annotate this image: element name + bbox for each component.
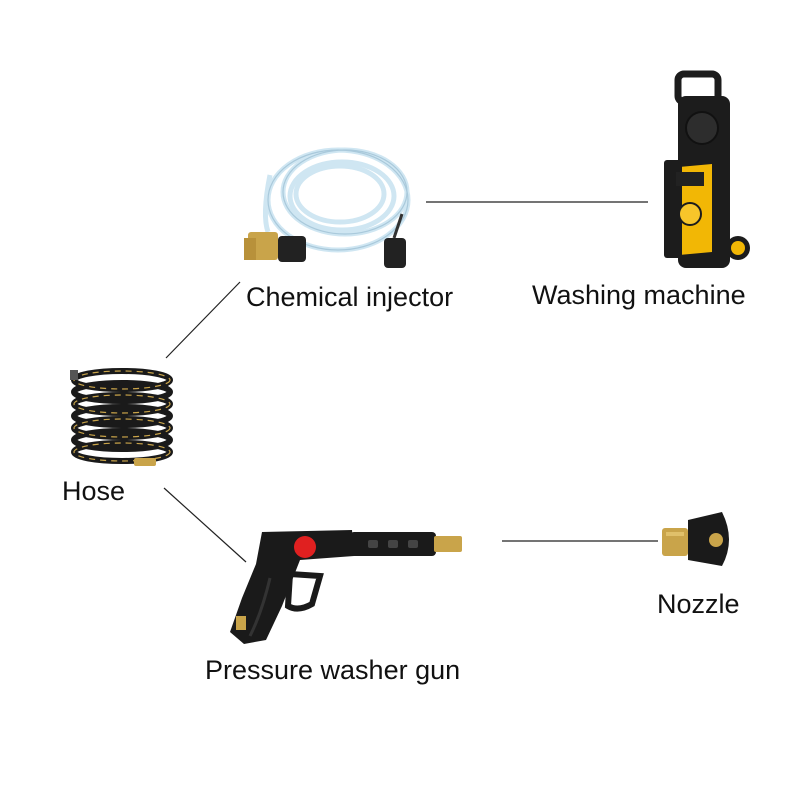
label-pressure-washer-gun: Pressure washer gun	[205, 655, 461, 685]
connector-lines	[163, 201, 658, 563]
line-hose-to-injector	[165, 281, 241, 359]
label-washing-machine: Washing machine	[532, 280, 746, 310]
label-chemical-injector: Chemical injector	[246, 282, 454, 312]
nozzle-image	[662, 512, 729, 566]
label-nozzle: Nozzle	[657, 589, 740, 619]
hose-image	[70, 368, 173, 466]
chemical-injector-image	[244, 147, 411, 268]
label-hose: Hose	[62, 476, 126, 506]
washing-machine-image	[664, 70, 750, 268]
line-hose-to-gun	[163, 487, 247, 563]
pressure-washer-gun-image	[230, 530, 462, 644]
